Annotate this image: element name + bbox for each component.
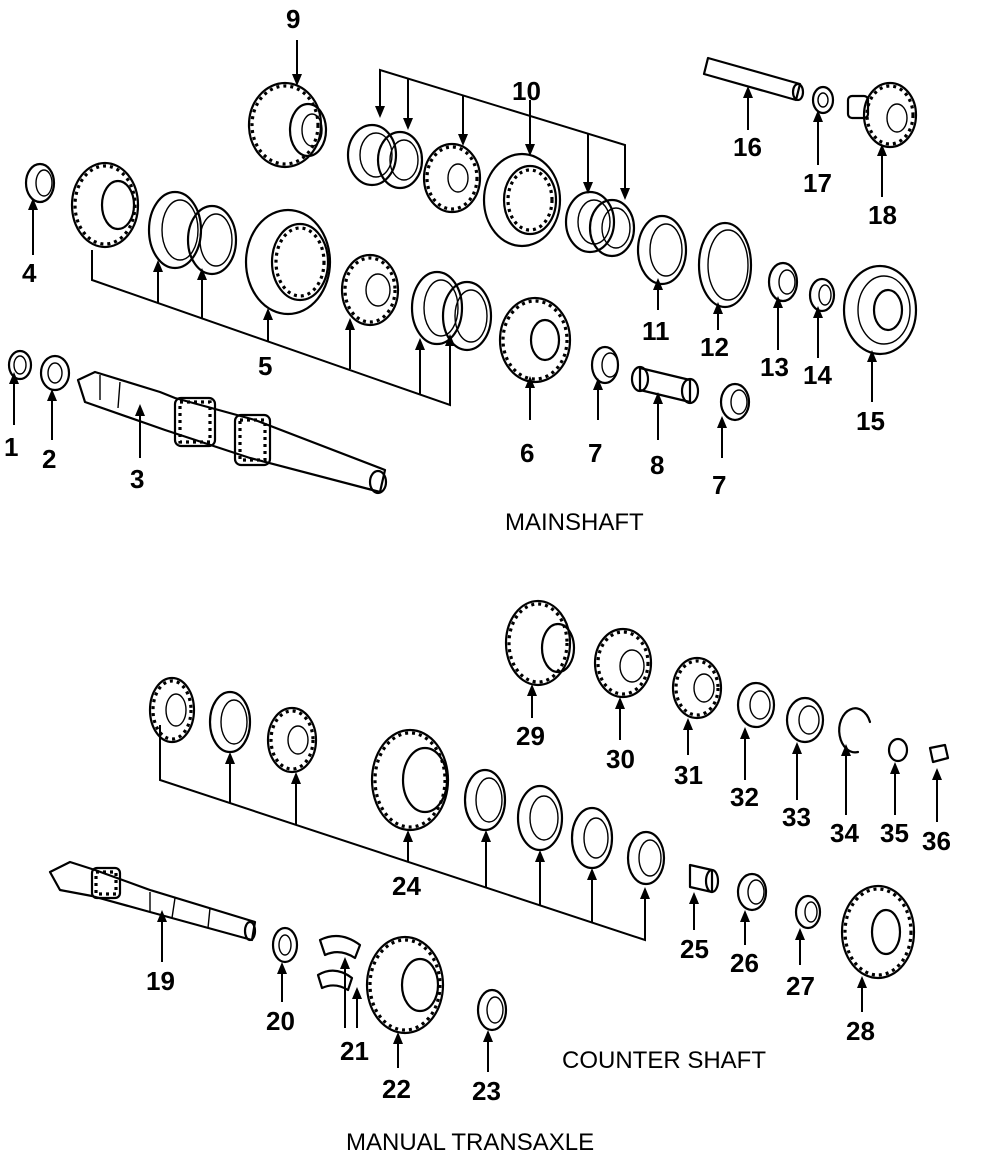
callout-30: 30 — [606, 744, 635, 774]
callout-28: 28 — [846, 1016, 875, 1046]
part-hub-gear-mid — [340, 253, 400, 327]
part-15-bearing — [842, 264, 918, 356]
part-ring-mid-2 — [516, 784, 564, 852]
part-7-bearing-b — [719, 382, 751, 422]
part-28-gear — [840, 884, 916, 980]
part-ring-mid-4 — [626, 830, 666, 886]
callout-1: 1 — [4, 432, 18, 462]
callout-19: 19 — [146, 966, 175, 996]
callout-24: 24 — [392, 871, 421, 901]
callout-18: 18 — [868, 200, 897, 230]
part-3-mainshaft — [76, 370, 388, 495]
part-ring-mid-1 — [463, 768, 507, 832]
part-23-bearing — [476, 988, 508, 1032]
callout-26: 26 — [730, 948, 759, 978]
part-gear-small-left — [266, 706, 318, 774]
callout-11: 11 — [642, 316, 670, 346]
part-13-ring — [767, 261, 799, 303]
callout-33: 33 — [782, 802, 811, 832]
part-24-sleeve — [370, 728, 450, 832]
part-16-rod — [702, 56, 805, 102]
part-35-washer — [887, 737, 909, 763]
mainshaft-parts — [7, 56, 918, 495]
section-labels: MAINSHAFT COUNTER SHAFT MANUAL TRANSAXLE — [346, 509, 766, 1156]
part-7-bearing-a — [590, 345, 620, 385]
part-2-washer — [39, 354, 71, 392]
part-19-countershaft — [48, 860, 257, 942]
callout-9: 9 — [286, 4, 300, 34]
part-1-ring — [7, 349, 33, 381]
part-5-sleeve — [244, 208, 332, 316]
part-36-nut — [928, 743, 950, 764]
callout-10: 10 — [512, 76, 541, 106]
part-21-thrust-halves — [316, 934, 362, 992]
callout-35: 35 — [880, 818, 909, 848]
callout-13: 13 — [760, 352, 789, 382]
callout-17: 17 — [803, 168, 832, 198]
callout-numbers: 1 2 3 4 5 6 7 8 7 9 10 11 12 13 14 15 16… — [4, 4, 951, 1106]
part-12-snap-ring — [697, 221, 753, 309]
callout-29: 29 — [516, 721, 545, 751]
callout-7a: 7 — [588, 438, 602, 468]
part-synchro-rings-left — [147, 190, 238, 276]
part-29-gear — [504, 599, 576, 687]
diagram-title: MANUAL TRANSAXLE — [346, 1129, 594, 1156]
part-17-washer — [811, 85, 835, 115]
callout-22: 22 — [382, 1074, 411, 1104]
callout-14: 14 — [803, 360, 832, 390]
callout-34: 34 — [830, 818, 859, 848]
callout-7b: 7 — [712, 470, 726, 500]
callout-12: 12 — [700, 332, 729, 362]
part-18-gear — [846, 81, 918, 149]
part-26-bearing — [736, 872, 768, 912]
callout-16: 16 — [733, 132, 762, 162]
callout-6: 6 — [520, 438, 534, 468]
callout-36: 36 — [922, 826, 951, 856]
countershaft-leaders — [157, 684, 942, 1072]
callout-23: 23 — [472, 1076, 501, 1106]
mainshaft-label: MAINSHAFT — [505, 509, 644, 536]
part-4-ring — [24, 162, 56, 204]
callout-3: 3 — [130, 464, 144, 494]
part-10-synchro-assembly — [346, 123, 636, 258]
part-25-bushing — [688, 863, 720, 894]
part-30-gear — [593, 627, 653, 699]
part-14-ring — [808, 277, 836, 313]
callout-5: 5 — [258, 351, 272, 381]
part-20-washer — [271, 926, 299, 964]
part-synchro-rings-mid — [410, 270, 493, 352]
countershaft-parts — [48, 599, 950, 1035]
part-hub-left — [148, 676, 196, 744]
callout-21: 21 — [340, 1036, 369, 1066]
callout-2: 2 — [42, 444, 56, 474]
callout-8: 8 — [650, 450, 664, 480]
part-ring-left — [208, 690, 252, 754]
callout-25: 25 — [680, 934, 709, 964]
part-gear-left — [70, 161, 140, 249]
mainshaft-leaders — [9, 40, 887, 458]
part-32-ring — [736, 681, 776, 729]
callout-20: 20 — [266, 1006, 295, 1036]
part-11-ring — [636, 214, 688, 286]
part-ring-mid-3 — [570, 806, 614, 870]
callout-32: 32 — [730, 782, 759, 812]
part-33-ring — [785, 696, 825, 744]
callout-27: 27 — [786, 971, 815, 1001]
part-22-gear — [365, 935, 445, 1035]
callout-31: 31 — [674, 760, 703, 790]
counter-shaft-label: COUNTER SHAFT — [562, 1047, 766, 1074]
part-31-gear — [671, 656, 723, 720]
part-34-snap-ring — [838, 707, 872, 754]
part-27-ring — [794, 894, 822, 930]
callout-15: 15 — [856, 406, 885, 436]
part-9-gear — [247, 81, 328, 169]
part-8-collar — [630, 365, 700, 405]
part-6-gear — [498, 296, 572, 384]
callout-4: 4 — [22, 258, 37, 288]
